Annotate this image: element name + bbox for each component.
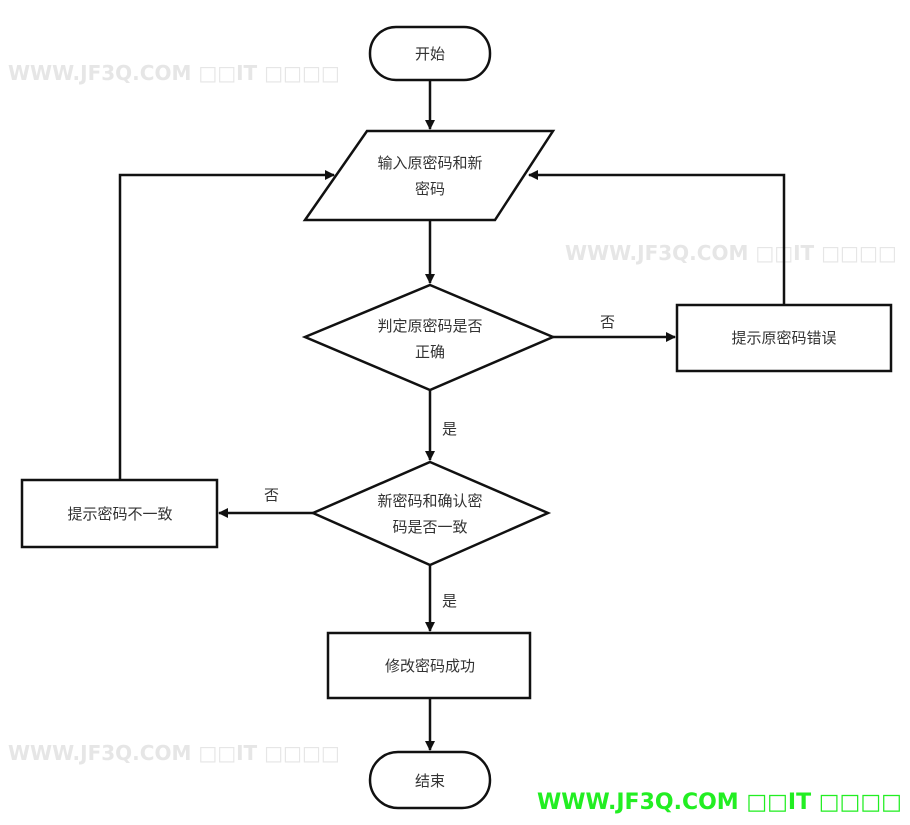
edge-label-match-no: 否 bbox=[264, 486, 279, 504]
input-node: 输入原密码和新 密码 bbox=[302, 129, 556, 222]
check-match-label-line2: 码是否一致 bbox=[392, 518, 467, 536]
watermarks: WWW.JF3Q.COM □□IT □□□□ WWW.JF3Q.COM □□IT… bbox=[8, 61, 897, 765]
old-wrong-node: 提示原密码错误 bbox=[675, 303, 893, 373]
mismatch-label: 提示密码不一致 bbox=[67, 505, 172, 523]
watermark: WWW.JF3Q.COM □□IT □□□□ bbox=[8, 741, 340, 765]
check-old-decision: 判定原密码是否 正确 bbox=[301, 283, 557, 392]
success-node: 修改密码成功 bbox=[326, 631, 532, 700]
edge-old-wrong-back bbox=[528, 170, 786, 305]
end-label: 结束 bbox=[415, 772, 445, 790]
old-wrong-label: 提示原密码错误 bbox=[731, 329, 836, 347]
edge-label-old-yes: 是 bbox=[442, 420, 457, 438]
success-label: 修改密码成功 bbox=[385, 657, 475, 675]
watermark: WWW.JF3Q.COM □□IT □□□□ bbox=[8, 61, 340, 85]
check-match-label-line1: 新密码和确认密 bbox=[377, 492, 482, 510]
edge-mismatch-back bbox=[118, 170, 335, 480]
footer-watermark: WWW.JF3Q.COM □□IT □□□□ bbox=[537, 790, 902, 815]
check-old-label-line1: 判定原密码是否 bbox=[377, 317, 482, 335]
watermark: WWW.JF3Q.COM □□IT □□□□ bbox=[565, 241, 897, 265]
check-match-decision: 新密码和确认密 码是否一致 bbox=[309, 460, 552, 567]
input-label-line1: 输入原密码和新 bbox=[377, 154, 482, 172]
mismatch-node: 提示密码不一致 bbox=[20, 478, 219, 549]
check-old-label-line2: 正确 bbox=[415, 343, 445, 361]
edge-label-match-yes: 是 bbox=[442, 592, 457, 610]
start-label: 开始 bbox=[415, 45, 445, 63]
input-label-line2: 密码 bbox=[415, 180, 445, 198]
edge-label-old-no: 否 bbox=[600, 313, 615, 331]
end-node: 结束 bbox=[368, 750, 492, 810]
start-node: 开始 bbox=[368, 25, 492, 82]
